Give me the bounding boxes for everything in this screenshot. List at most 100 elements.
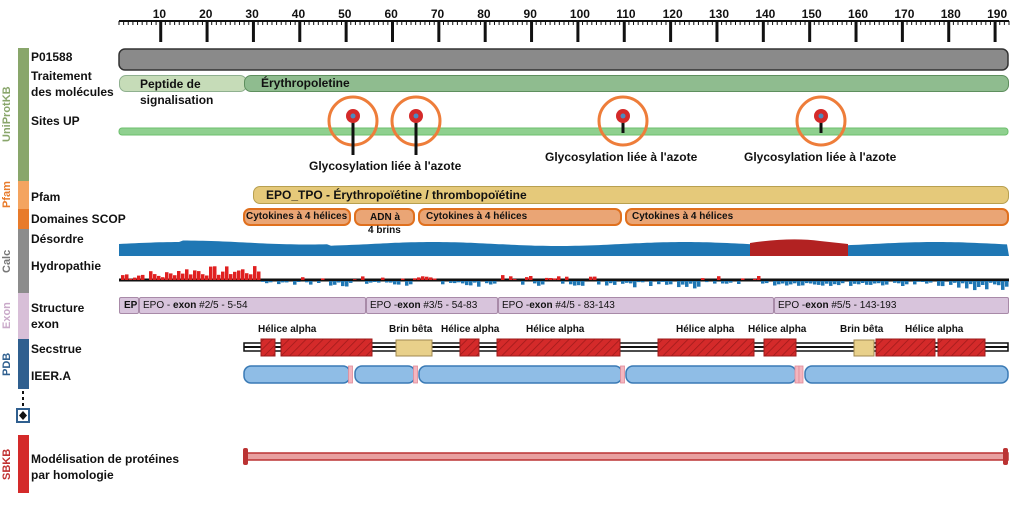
hydropathy-bar	[425, 276, 429, 280]
hydropathy-bar	[369, 281, 373, 283]
hydropathy-bar	[557, 276, 561, 280]
ruler-label-120: 120	[662, 7, 683, 21]
ruler-label-30: 30	[245, 7, 259, 21]
hydropathy-bar	[693, 281, 697, 289]
hydropathy-bar	[609, 281, 613, 284]
hydropathy-bar	[149, 271, 153, 280]
hydropathy-bar	[161, 277, 165, 280]
row-label-exon-1: Structure	[31, 301, 85, 315]
exon-3-label: EPO -exon #3/5 - 54-83	[370, 300, 478, 311]
hydropathy-bar	[545, 277, 549, 280]
hydropathy-bar	[389, 281, 393, 283]
hydropathy-bar	[953, 281, 957, 283]
hydropathy-bar	[509, 276, 513, 280]
row-label-accession: P01588	[31, 50, 73, 64]
secstruct-label-helix-3: Hélice alpha	[526, 324, 585, 335]
ieer-segment[interactable]	[418, 365, 623, 384]
hydropathy-bar	[913, 281, 917, 285]
hydropathy-bar	[689, 281, 693, 284]
hydropathy-bar	[833, 281, 837, 285]
hydropathy-bar	[797, 281, 801, 286]
hydropathy-bar	[961, 281, 965, 284]
hydropathy-bar	[433, 278, 437, 280]
hydropathy-bar	[905, 281, 909, 285]
secstruct-helix[interactable]	[763, 338, 797, 357]
ieer-gap	[413, 365, 418, 384]
hydropathy-bar	[377, 281, 381, 283]
secstruct-helix[interactable]	[260, 338, 276, 357]
glyco-label-2: Glycosylation liée à l'azote	[545, 150, 698, 164]
hydropathy-bar	[397, 281, 401, 285]
secstruct-helix[interactable]	[937, 338, 986, 357]
hydropathy-bar	[181, 273, 185, 280]
ruler-label-150: 150	[801, 7, 822, 21]
category-label-exon: Exon	[1, 302, 13, 330]
ieer-gap	[798, 365, 804, 384]
hydropathy-bar	[805, 281, 809, 284]
secstruct-helix[interactable]	[280, 338, 373, 357]
secstruct-helix[interactable]	[459, 338, 480, 357]
category-label-pfam: Pfam	[1, 181, 13, 209]
hydropathy-bar	[989, 281, 993, 283]
secstruct-strand[interactable]	[395, 339, 433, 357]
row-label-processing-2: des molécules	[31, 85, 114, 99]
hydropathy-bar	[337, 281, 341, 283]
hydropathy-bar	[285, 281, 289, 283]
ieer-segment[interactable]	[243, 365, 351, 384]
hydropathy-bar	[237, 270, 241, 280]
secstruct-strand[interactable]	[853, 339, 875, 357]
hydropathy-bar	[853, 281, 857, 284]
sbkb-model-bar[interactable]	[244, 452, 1009, 461]
hydropathy-bar	[821, 281, 825, 286]
ieer-segment[interactable]	[354, 365, 416, 384]
exon-5-bar[interactable]	[774, 297, 1009, 314]
scop-domain-1[interactable]	[243, 208, 351, 226]
ieer-segment[interactable]	[804, 365, 1009, 384]
hydropathy-bar	[477, 281, 481, 287]
hydropathy-bar	[641, 281, 645, 283]
ieer-track	[243, 365, 1009, 384]
hydropathy-bar	[777, 281, 781, 285]
hydropathy-bar	[781, 281, 785, 284]
exon-5-label: EPO -exon #5/5 - 143-193	[778, 300, 897, 311]
exon-4-bar[interactable]	[498, 297, 774, 314]
hydropathy-bar	[697, 281, 701, 287]
glyco-label-3: Glycosylation liée à l'azote	[744, 150, 897, 164]
glyco-site-ring[interactable]	[795, 95, 847, 147]
scop-domain-2[interactable]	[354, 208, 415, 226]
mature-chain-label: Érythropoletine	[261, 76, 350, 90]
hydropathy-bar	[773, 281, 777, 286]
hydropathy-bar	[513, 279, 517, 280]
hydropathy-bar	[569, 281, 573, 285]
hydropathy-bar	[257, 271, 261, 280]
row-label-hydropathy: Hydropathie	[31, 259, 102, 273]
hydropathy-bar	[705, 281, 709, 283]
scop-domain-3[interactable]	[418, 208, 622, 226]
secstruct-label-strand-1: Brin bêta	[389, 324, 433, 335]
hydropathy-bar	[949, 281, 953, 285]
hydropathy-track	[119, 266, 1009, 291]
scop-domain-4[interactable]	[625, 208, 1009, 226]
hydropathy-bar	[297, 281, 301, 282]
exon-3-bar[interactable]	[366, 297, 498, 314]
chain-track[interactable]	[118, 48, 1009, 71]
glyco-site-ring[interactable]	[597, 95, 649, 147]
hydropathy-bar	[233, 271, 237, 280]
secstruct-helix[interactable]	[657, 338, 755, 357]
hydropathy-bar	[321, 278, 325, 280]
pfam-domain-bar[interactable]	[253, 186, 1009, 204]
hydropathy-bar	[221, 271, 225, 280]
hydropathy-bar	[193, 270, 197, 280]
row-label-pfam: Pfam	[31, 190, 61, 204]
secstruct-helix[interactable]	[875, 338, 936, 357]
hydropathy-bar	[165, 272, 169, 280]
exon-1-bar[interactable]	[119, 297, 139, 314]
ieer-segment[interactable]	[625, 365, 797, 384]
mature-chain-bar[interactable]	[244, 75, 1009, 92]
secstruct-helix[interactable]	[496, 338, 621, 357]
ruler-label-140: 140	[755, 7, 776, 21]
hydropathy-bar	[133, 277, 137, 280]
category-label-sbkb: SBKB	[1, 448, 13, 480]
exon-2-bar[interactable]	[139, 297, 366, 314]
